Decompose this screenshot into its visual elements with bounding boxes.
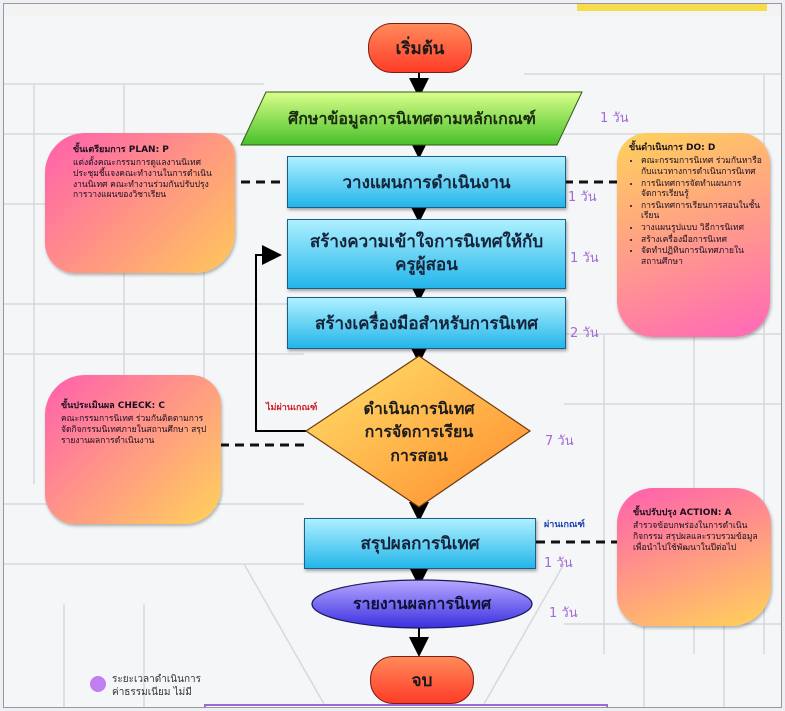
step6-label: สรุปผลการนิเทศ <box>360 534 480 554</box>
loop-back-arrow <box>255 245 306 432</box>
do-note-item: การนิเทศการเรียนการสอนในชั้นเรียน <box>641 201 762 222</box>
bottom-panel-edge <box>204 704 608 707</box>
diagram-canvas: เริ่มต้น ศึกษาข้อมูลการนิเทศตามหลักเกณฑ์… <box>3 3 782 708</box>
legend-dot-icon <box>90 676 106 692</box>
decision-label-line1: ดำเนินการนิเทศ <box>363 399 475 419</box>
step7-label: รายงานผลการนิเทศ <box>352 593 492 613</box>
step4-box: สร้างเครื่องมือสำหรับการนิเทศ <box>287 297 566 349</box>
plan-note-title: ขั้นเตรียมการ PLAN: P <box>73 145 169 155</box>
decision-duration: 7 วัน <box>545 434 574 449</box>
check-note-body: คณะกรรมการนิเทศ ร่วมกันติดตามการจัดกิจกร… <box>61 414 207 446</box>
step6-duration: 1 วัน <box>544 556 573 571</box>
plan-note: ขั้นเตรียมการ PLAN: P แต่งตั้งคณะกรรมการ… <box>45 133 235 273</box>
do-note-item: สร้างเครื่องมือการนิเทศ <box>641 235 762 246</box>
start-terminal: เริ่มต้น <box>368 23 472 73</box>
check-note-title: ขั้นประเมินผล CHECK: C <box>61 401 165 411</box>
legend-line2: ค่าธรรมเนียม ไม่มี <box>112 687 192 698</box>
do-note-item: คณะกรรมการนิเทศ ร่วมกันหารือกับแนวทางการ… <box>641 156 762 177</box>
action-note-body: สำรวจข้อบกพร่องในการดำเนินกิจกรรม สรุปผล… <box>633 521 758 553</box>
check-note: ขั้นประเมินผล CHECK: C คณะกรรมการนิเทศ ร… <box>45 375 221 524</box>
decision-label: ดำเนินการนิเทศ การจัดการเรียน การสอน <box>334 392 504 472</box>
decision-label-line3: การสอน <box>390 445 448 465</box>
step2-label: วางแผนการดำเนินงาน <box>342 172 511 193</box>
do-note-item: การนิเทศการจัดทำแผนการจัดการเรียนรู้ <box>641 179 762 200</box>
step3-label-line2: ครูผู้สอน <box>395 255 458 275</box>
step3-label-line1: สร้างความเข้าใจการนิเทศให้กับ <box>309 232 544 253</box>
fail-branch-label: ไม่ผ่านเกณฑ์ <box>266 403 318 413</box>
step4-label: สร้างเครื่องมือสำหรับการนิเทศ <box>314 313 539 334</box>
pass-branch-label: ผ่านเกณฑ์ <box>544 520 585 530</box>
decision-label-line2: การจัดการเรียน <box>364 422 474 442</box>
legend: ระยะเวลาดำเนินการ ค่าธรรมเนียม ไม่มี <box>112 673 201 699</box>
step1-label: ศึกษาข้อมูลการนิเทศตามหลักเกณฑ์ <box>288 108 536 128</box>
step2-box: วางแผนการดำเนินงาน <box>287 156 566 208</box>
plan-note-body: แต่งตั้งคณะกรรมการดูแลงานนิเทศ ประชุมชี้… <box>73 158 212 201</box>
action-note: ขั้นปรับปรุง ACTION: A สำรวจข้อบกพร่องใน… <box>617 488 771 626</box>
step3-duration: 1 วัน <box>570 251 599 266</box>
decision-shape <box>304 355 532 508</box>
do-note-title: ขั้นดำเนินการ DO: D <box>629 143 716 153</box>
step7-duration: 1 วัน <box>549 606 578 621</box>
step1-duration: 1 วัน <box>600 111 629 126</box>
step1-shape <box>240 91 583 146</box>
step6-box: สรุปผลการนิเทศ <box>304 518 536 569</box>
action-note-title: ขั้นปรับปรุง ACTION: A <box>633 508 732 518</box>
do-note-item: วางแผนรูปแบบ วิธีการนิเทศ <box>641 223 762 234</box>
step4-duration: 2 วัน <box>570 326 599 341</box>
legend-line1: ระยะเวลาดำเนินการ <box>112 674 201 685</box>
do-note-item: จัดทำปฏิทินการนิเทศภายในสถานศึกษา <box>641 246 762 267</box>
step2-duration: 1 วัน <box>568 190 597 205</box>
top-strip <box>4 4 781 16</box>
step3-box: สร้างความเข้าใจการนิเทศให้กับ ครูผู้สอน <box>287 219 566 289</box>
end-terminal: จบ <box>370 656 474 704</box>
top-highlight <box>577 4 767 11</box>
do-note: ขั้นดำเนินการ DO: D คณะกรรมการนิเทศ ร่วม… <box>617 133 770 337</box>
do-note-list: คณะกรรมการนิเทศ ร่วมกันหารือกับแนวทางการ… <box>629 156 762 268</box>
connectors <box>220 70 621 657</box>
step7-shape <box>311 579 533 629</box>
